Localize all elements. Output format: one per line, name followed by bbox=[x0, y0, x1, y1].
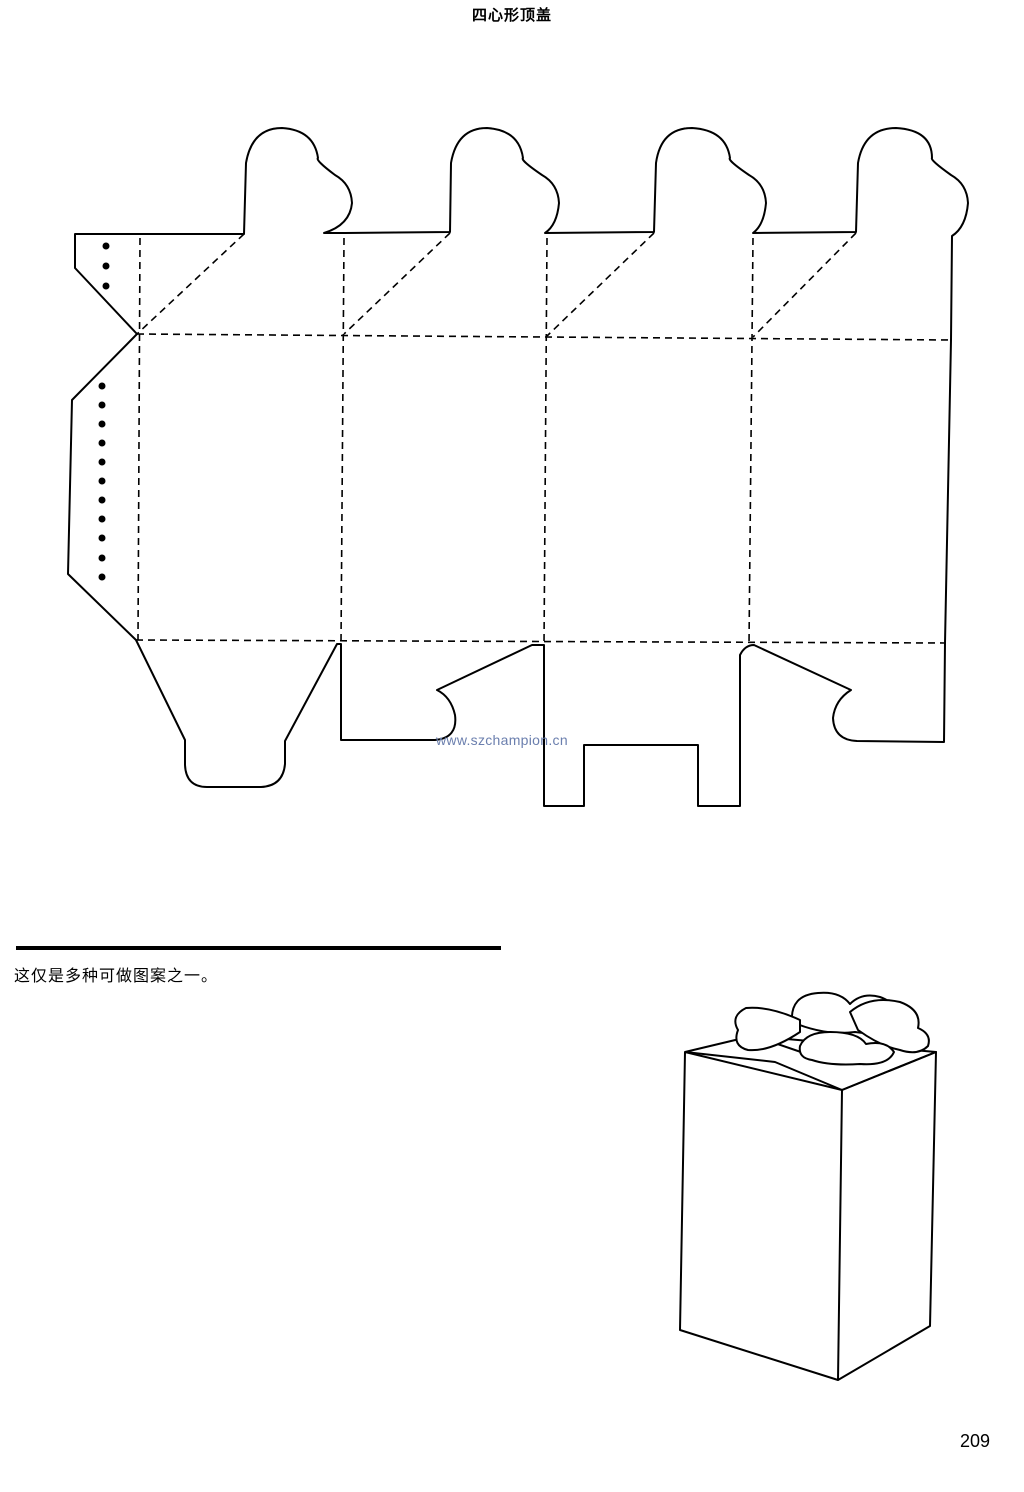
page-title: 四心形顶盖 bbox=[471, 6, 552, 24]
heart-petal-left bbox=[734, 1006, 801, 1052]
net-outline bbox=[67, 127, 969, 807]
box-net-diagram bbox=[67, 127, 969, 807]
watermark: www.szchampion.cn bbox=[436, 732, 568, 748]
divider-rule bbox=[16, 946, 501, 950]
page-number: 209 bbox=[960, 1431, 991, 1451]
box-front-face bbox=[679, 1051, 843, 1381]
heart-petal-front bbox=[798, 1031, 895, 1066]
box-top-fold-left bbox=[684, 1051, 843, 1091]
box-side-face bbox=[837, 1051, 937, 1381]
glue-dots bbox=[98, 242, 110, 581]
fold-lines bbox=[135, 232, 952, 646]
caption-text: 这仅是多种可做图案之一。 bbox=[14, 966, 219, 985]
heart-petal-right bbox=[849, 999, 930, 1054]
